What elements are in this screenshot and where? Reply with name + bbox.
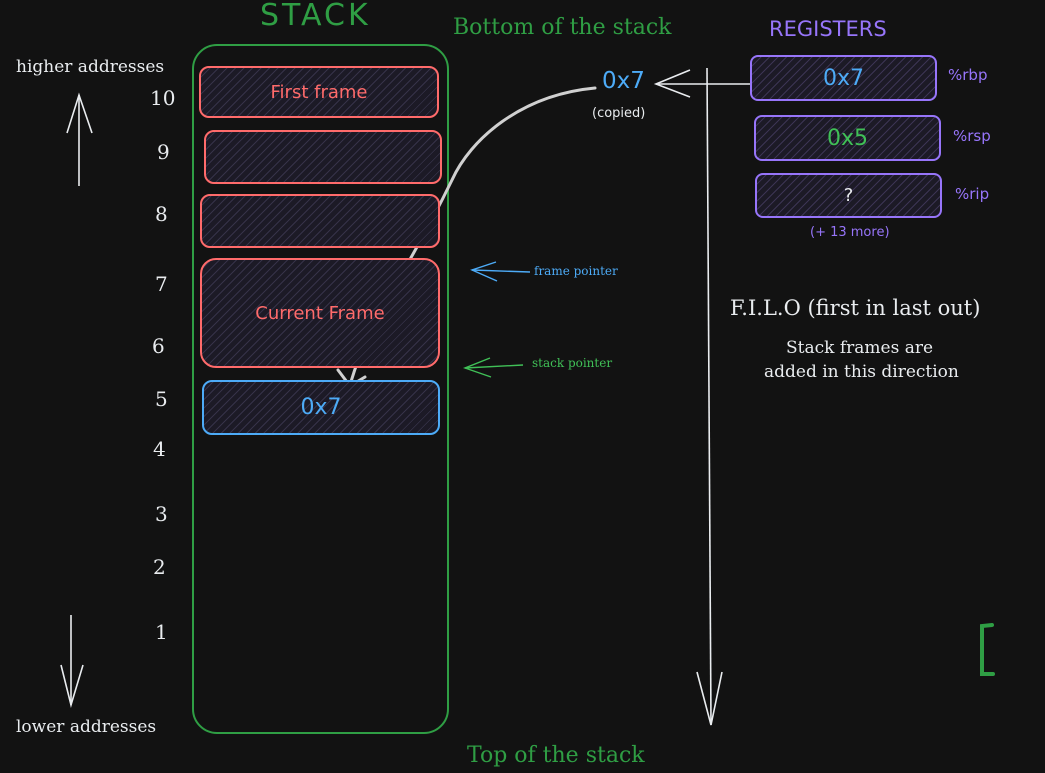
address-1: 1 — [155, 620, 168, 644]
registers-more: (+ 13 more) — [810, 225, 890, 240]
frame-pointer-arrow-icon — [470, 261, 531, 282]
first-frame-label: First frame — [270, 81, 368, 103]
register-rsp-value: 0x5 — [826, 125, 868, 151]
address-2: 2 — [153, 555, 166, 579]
copied-value: 0x7 — [602, 68, 645, 94]
up-arrow-icon — [66, 92, 93, 186]
filo-title: F.I.L.O (first in last out) — [730, 296, 981, 320]
register-rip-box: ? — [755, 173, 942, 218]
frame-pointer-label: frame pointer — [534, 264, 618, 278]
down-arrow-icon — [60, 615, 84, 709]
address-7: 7 — [155, 272, 168, 296]
address-3: 3 — [155, 502, 168, 526]
address-8: 8 — [155, 202, 168, 226]
pushed-value: 0x7 — [300, 395, 342, 420]
bracket-icon — [980, 623, 995, 676]
frame-slot-8 — [200, 194, 440, 248]
first-frame: First frame — [199, 66, 439, 118]
higher-addresses-label: higher addresses — [16, 57, 165, 77]
stack-title: STACK — [260, 0, 371, 33]
lower-addresses-label: lower addresses — [16, 717, 157, 737]
register-rbp-box: 0x7 — [750, 55, 937, 101]
top-of-stack-label: Top of the stack — [467, 743, 645, 768]
stack-pointer-arrow-icon — [462, 357, 524, 378]
bottom-of-stack-label: Bottom of the stack — [453, 15, 672, 40]
direction-arrow-icon — [696, 67, 723, 726]
pushed-value-slot: 0x7 — [202, 380, 440, 435]
address-5: 5 — [155, 387, 168, 411]
stack-pointer-label: stack pointer — [532, 356, 613, 370]
register-rip-value: ? — [843, 185, 854, 206]
register-rsp-box: 0x5 — [754, 115, 941, 161]
current-frame-label: Current Frame — [255, 302, 385, 324]
address-6: 6 — [152, 334, 165, 358]
stack-container — [192, 44, 449, 734]
frame-slot-9 — [204, 130, 442, 184]
filo-line-1: Stack frames are — [786, 338, 934, 358]
register-rip-name: %rip — [955, 185, 990, 203]
register-rsp-name: %rsp — [953, 127, 991, 145]
register-rbp-name: %rbp — [948, 66, 988, 84]
address-10: 10 — [150, 86, 176, 110]
copied-note: (copied) — [592, 106, 646, 121]
address-9: 9 — [157, 140, 170, 164]
current-frame: Current Frame — [200, 258, 440, 368]
address-4: 4 — [153, 437, 166, 461]
filo-line-2: added in this direction — [764, 362, 959, 382]
registers-title: REGISTERS — [769, 17, 887, 41]
register-rbp-value: 0x7 — [822, 65, 864, 91]
